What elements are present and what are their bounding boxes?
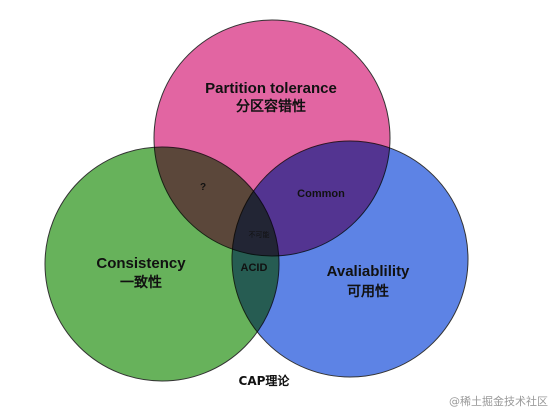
consistency-title: Consistency — [96, 255, 186, 272]
all-three-overlap-label: 不可能 — [249, 230, 270, 239]
partition-tolerance-subtitle: 分区容错性 — [236, 98, 306, 115]
partition-availability-overlap-label: Common — [297, 188, 345, 200]
availability-title: Avaliablility — [327, 263, 410, 280]
partition-consistency-overlap-label: ? — [200, 182, 206, 193]
availability-subtitle: 可用性 — [347, 283, 389, 300]
consistency-subtitle: 一致性 — [120, 274, 162, 291]
partition-tolerance-title: Partition tolerance — [205, 80, 337, 97]
availability-circle — [231, 140, 469, 378]
consistency-availability-overlap-label: ACID — [241, 262, 268, 274]
watermark-text: @稀土掘金技术社区 — [449, 394, 548, 408]
diagram-caption: CAP理论 — [239, 373, 291, 388]
